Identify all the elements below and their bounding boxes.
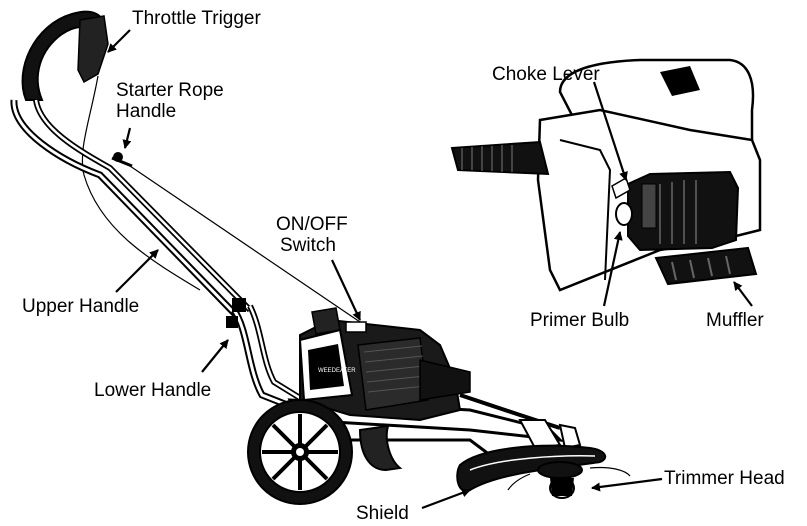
trimmer-assembly — [456, 419, 631, 499]
engine-closeup — [450, 58, 762, 292]
label-on-off-switch-line2: Switch — [280, 235, 336, 256]
muffler-body — [654, 246, 758, 286]
throttle-trigger-body — [77, 15, 109, 84]
engine: WEEDEATER — [298, 307, 471, 422]
label-trimmer-head: Trimmer Head — [664, 468, 785, 489]
label-starter-rope-handle-line2: Handle — [116, 101, 177, 122]
label-primer-bulb: Primer Bulb — [530, 310, 630, 331]
wheel-rear — [247, 399, 353, 505]
engine-logo: WEEDEATER — [318, 368, 356, 374]
label-lower-handle: Lower Handle — [94, 380, 212, 401]
arrow-lower-handle — [201, 339, 229, 373]
label-shield: Shield — [356, 503, 409, 524]
on-off-switch — [345, 321, 367, 333]
label-throttle-trigger: Throttle Trigger — [132, 8, 261, 29]
shield-body — [456, 444, 607, 493]
label-choke-lever: Choke Lever — [492, 64, 600, 85]
arrow-upper-handle — [115, 249, 159, 293]
wheel-front — [358, 424, 403, 472]
starter-rope — [129, 165, 361, 323]
arrow-choke-lever — [592, 81, 628, 181]
callout-arrows — [107, 29, 753, 510]
arrow-primer-bulb — [602, 231, 623, 307]
arrow-shield — [421, 488, 471, 510]
arrow-starter-rope-handle — [122, 127, 132, 149]
trimmer-head-body — [537, 461, 583, 479]
arrow-trimmer-head — [591, 477, 663, 492]
handle-assembly — [10, 10, 361, 414]
label-starter-rope-handle-line1: Starter Rope — [116, 80, 224, 101]
label-on-off-switch-line1: ON/OFF — [276, 214, 348, 235]
arrow-throttle-trigger — [107, 29, 131, 53]
primer-bulb — [615, 202, 633, 226]
handle-knob — [232, 298, 246, 312]
throttle-cable — [81, 75, 201, 291]
on-off-switch-body — [419, 359, 471, 401]
arrow-muffler — [733, 281, 753, 307]
arrow-on-off-switch — [331, 259, 361, 321]
label-muffler: Muffler — [706, 310, 764, 331]
label-upper-handle: Upper Handle — [22, 296, 140, 317]
